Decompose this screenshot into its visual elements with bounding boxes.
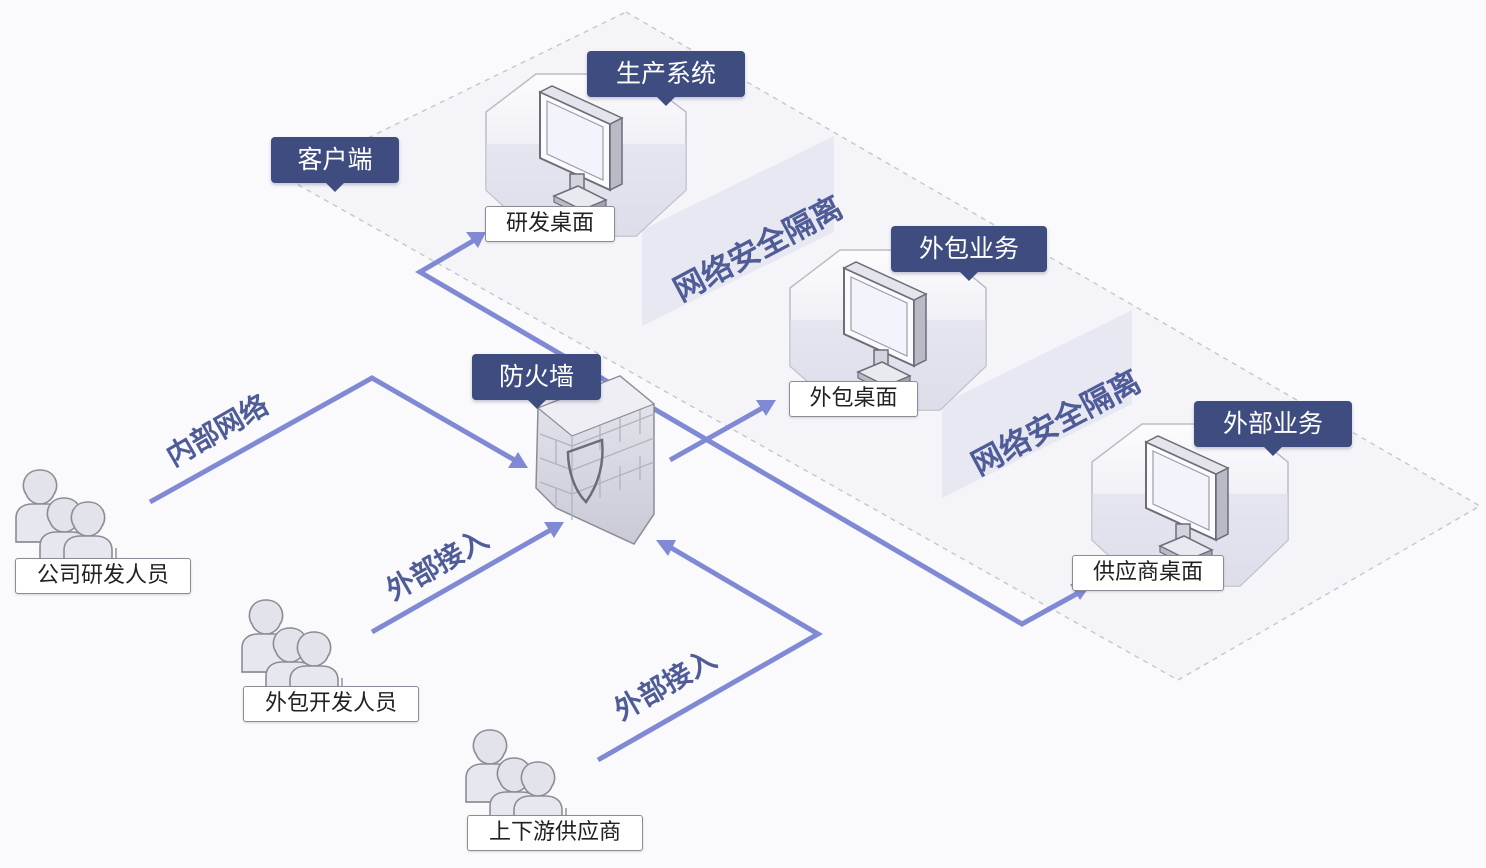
- outsource-access-line: [370, 525, 556, 635]
- arrowhead-outsource-access: [544, 522, 564, 538]
- tag-production: 生产系统: [587, 51, 745, 106]
- firewall-to-outsource-line: [668, 403, 768, 463]
- internal-network-line: [148, 375, 520, 505]
- isolation-wall-1: [642, 136, 834, 326]
- arrowhead-outsource: [756, 400, 776, 416]
- tag-client: 客户端: [271, 137, 399, 192]
- shield-icon: [566, 438, 604, 504]
- plate-supplier-desktop: 供应商桌面: [1072, 555, 1224, 591]
- arrowhead-supplier-access: [656, 540, 676, 556]
- supplier-access-line: [596, 543, 823, 763]
- client-line: [415, 235, 1082, 627]
- plate-outsource-desktop: 外包桌面: [789, 381, 918, 417]
- brick-firewall-icon: [535, 375, 656, 545]
- tag-external-business: 外部业务: [1194, 401, 1352, 456]
- arrowhead-firewall: [508, 452, 528, 468]
- plate-outsource-developers: 外包开发人员: [243, 686, 419, 722]
- arrowhead-dev: [466, 232, 486, 248]
- tag-outsource-business: 外包业务: [891, 226, 1047, 281]
- plate-dev-desktop: 研发桌面: [485, 206, 615, 242]
- isolation-wall-2: [942, 310, 1132, 498]
- plate-company-developers: 公司研发人员: [15, 558, 191, 594]
- plate-suppliers: 上下游供应商: [467, 815, 643, 851]
- tag-firewall: 防火墙: [472, 354, 601, 409]
